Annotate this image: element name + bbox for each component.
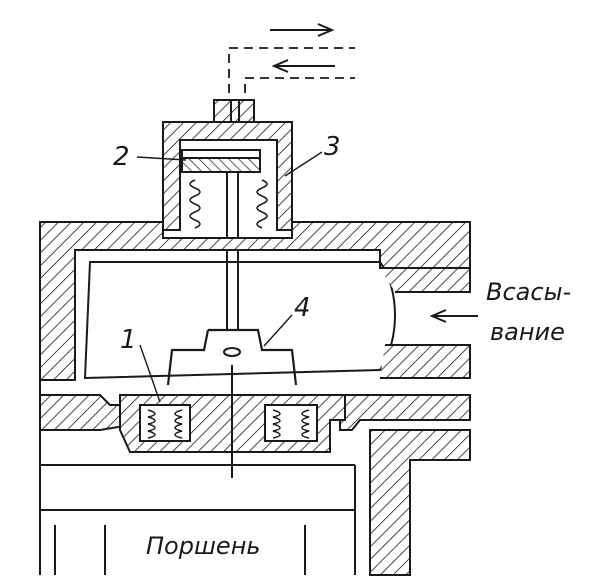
label-intake-line2: вание xyxy=(490,318,565,346)
intake-arrow xyxy=(429,309,478,323)
right-valve-chamber xyxy=(264,404,318,442)
lower-valve-plate xyxy=(39,394,131,431)
top-nozzle xyxy=(213,99,255,123)
label-piston: Поршень xyxy=(146,532,261,560)
yoke xyxy=(166,328,298,386)
label-item-3: 3 xyxy=(324,132,341,162)
right-valve-spring xyxy=(272,409,310,439)
upper-cylinder-housing xyxy=(162,121,293,231)
label-item-4: 4 xyxy=(294,293,311,323)
upper-spring xyxy=(189,179,268,229)
piston-outline xyxy=(39,380,356,575)
left-valve-spring xyxy=(147,409,183,439)
label-item-1: 1 xyxy=(120,325,137,355)
right-cylinder-wall xyxy=(369,429,471,576)
label-item-2: 2 xyxy=(113,142,130,172)
flow-arrows xyxy=(270,23,335,73)
inner-chamber xyxy=(83,261,396,380)
left-valve-chamber xyxy=(139,404,191,442)
leader-lines xyxy=(136,151,323,403)
intake-channel xyxy=(380,267,471,379)
label-intake-line1: Всасы- xyxy=(486,278,571,306)
